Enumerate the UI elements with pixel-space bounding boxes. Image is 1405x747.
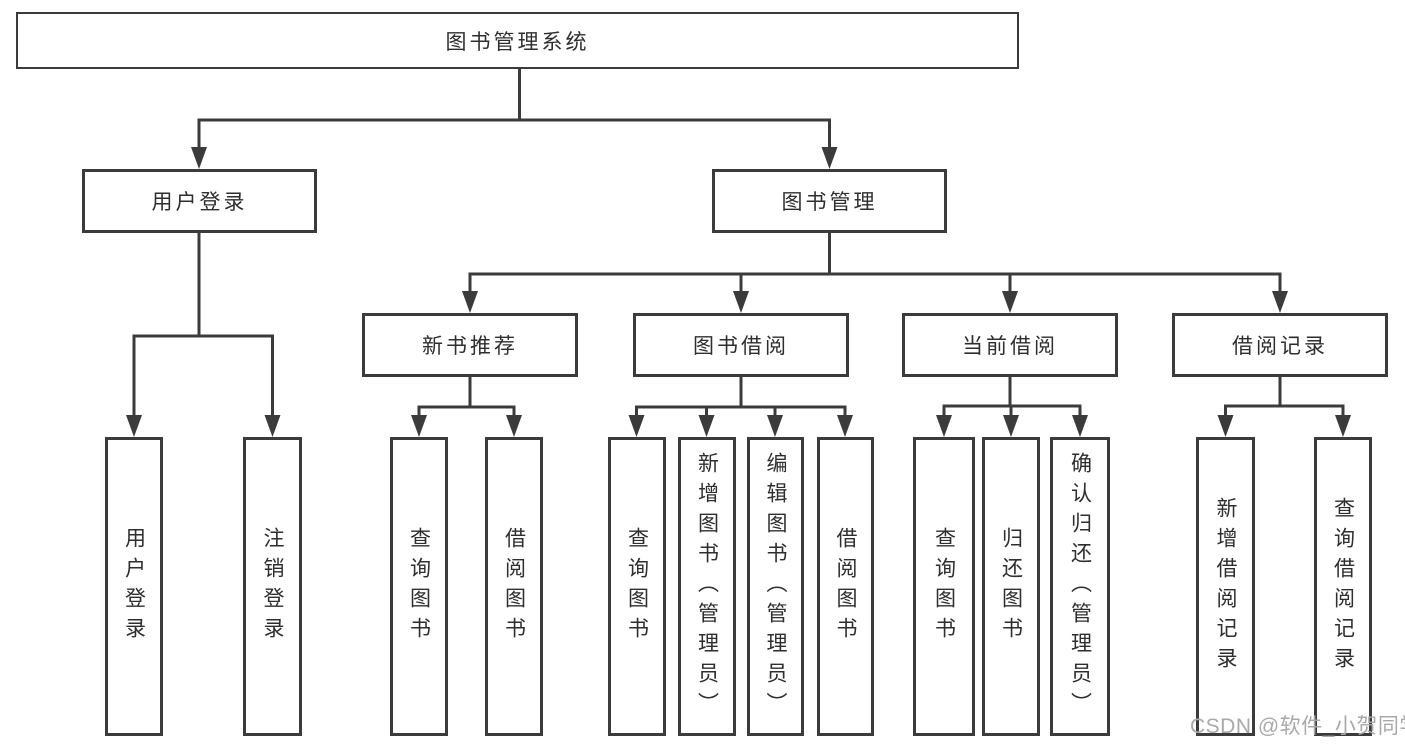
leaf-confirm-return-admin: 确认归还（管理员） [1050,437,1110,736]
leaf-add-books-admin: 新增图书（管理员） [678,437,736,736]
leaf-query-borrow-record: 查询借阅记录 [1314,437,1372,736]
leaf-borrow-books-borrowing: 借阅图书 [817,437,874,736]
leaf-query-books-recommend-label: 查询图书 [407,526,431,647]
node-new-book-recommendation: 新书推荐 [362,313,578,377]
leaf-add-borrow-record-label: 新增借阅记录 [1214,496,1237,677]
leaf-query-books-borrowing: 查询图书 [608,437,666,736]
leaf-borrow-books-borrowing-label: 借阅图书 [834,526,857,647]
leaf-user-login-label: 用户登录 [122,526,146,647]
leaf-add-books-admin-label: 新增图书（管理员） [695,451,719,722]
node-current-borrowing-label: 当前借阅 [962,335,1058,358]
node-current-borrowing: 当前借阅 [902,313,1118,377]
leaf-logout-login-label: 注销登录 [261,526,284,647]
node-borrowing-records-label: 借阅记录 [1232,335,1328,358]
leaf-edit-books-admin-label: 编辑图书（管理员） [764,451,787,722]
node-book-borrowing-label: 图书借阅 [693,335,789,358]
leaf-add-borrow-record: 新增借阅记录 [1196,437,1255,736]
node-user-login: 用户登录 [82,169,317,233]
node-root-label: 图书管理系统 [445,30,590,54]
leaf-logout-login: 注销登录 [243,437,302,736]
leaf-query-books-current: 查询图书 [913,437,975,736]
leaf-borrow-books-recommend: 借阅图书 [485,437,543,736]
leaf-return-books-label: 归还图书 [999,526,1023,647]
node-root: 图书管理系统 [16,12,1019,69]
node-book-borrowing: 图书借阅 [633,313,849,377]
arrowheads [126,147,1351,437]
node-borrowing-records: 借阅记录 [1172,313,1388,377]
node-new-book-recommendation-label: 新书推荐 [422,335,518,358]
leaf-edit-books-admin: 编辑图书（管理员） [747,437,804,736]
leaf-borrow-books-recommend-label: 借阅图书 [502,526,526,647]
node-user-login-label: 用户登录 [151,191,248,214]
leaf-query-books-recommend: 查询图书 [390,437,448,736]
leaf-query-books-current-label: 查询图书 [932,526,956,647]
leaf-user-login: 用户登录 [105,437,163,736]
node-book-management-label: 图书管理 [781,191,878,214]
leaf-return-books: 归还图书 [982,437,1040,736]
leaf-query-books-borrowing-label: 查询图书 [625,526,649,647]
node-book-management: 图书管理 [712,169,947,233]
leaf-query-borrow-record-label: 查询借阅记录 [1331,496,1355,677]
watermark-text: CSDN @软件_小贺同学 [1190,715,1405,738]
leaf-confirm-return-admin-label: 确认归还（管理员） [1068,451,1092,722]
